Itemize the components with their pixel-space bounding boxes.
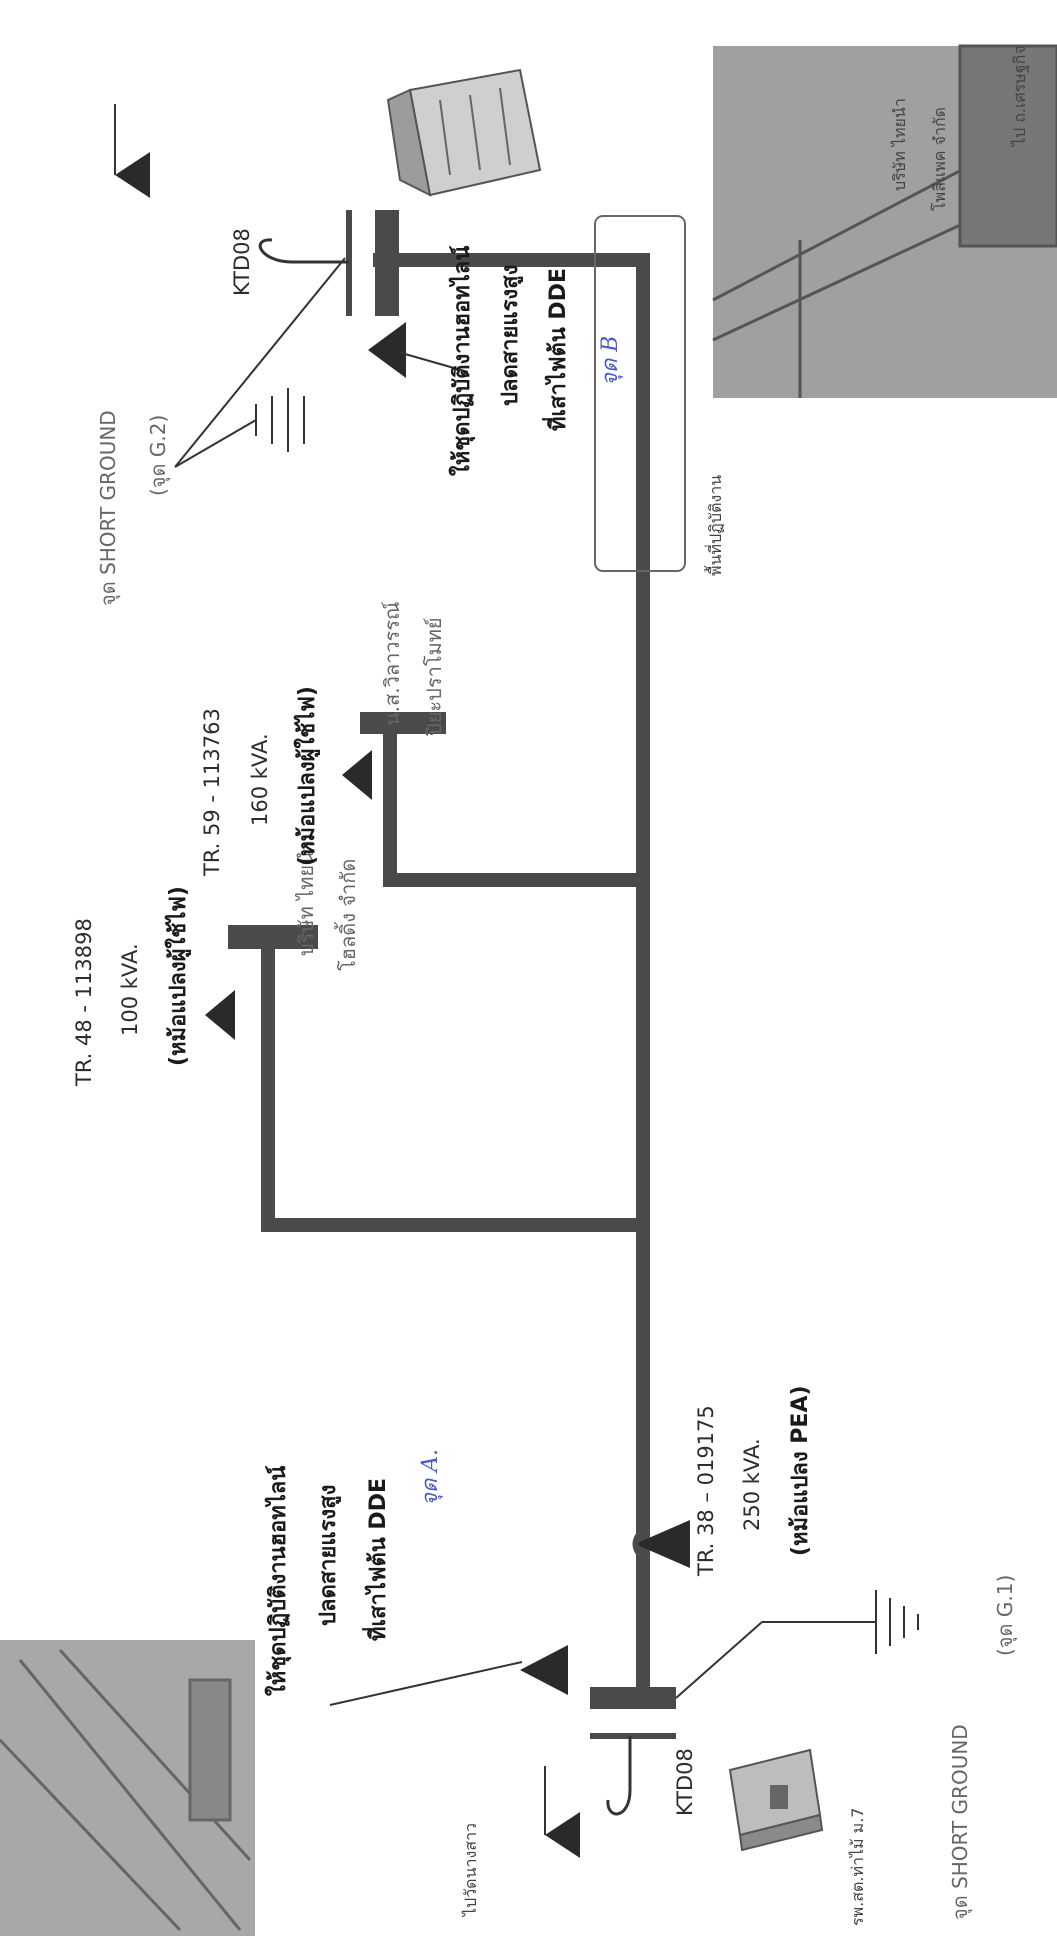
ground-left-symbol-icon: [875, 1590, 919, 1654]
tr59-site-1: น.ส.วิลาวรรณ์: [380, 601, 404, 726]
instr-left-leader: [329, 1661, 523, 1706]
tr38-arc-icon: [632, 1527, 646, 1561]
instr-left-mark: จุด A.: [418, 1448, 443, 1506]
dir-right-arrow-icon: [115, 152, 150, 198]
instr-left-line2: ปลดสายแรงสูง: [316, 1484, 341, 1626]
tr38-triangle-icon: [635, 1520, 690, 1568]
tr48-busbar: [228, 925, 318, 949]
site-photo-right-detail: [712, 44, 1057, 398]
feeder-lines: [261, 253, 650, 1697]
company-line-2: โพลีแพค จำกัด: [930, 106, 949, 211]
ground-left-label: จุด SHORT GROUND: [948, 1724, 972, 1920]
instr-right-line3: ที่เสาไฟต้น DDE: [546, 268, 571, 431]
tr59-site-2: ปิยะปราโมทย์: [422, 617, 446, 736]
tr59-busbar: [360, 712, 446, 734]
instr-left-line1: ให้ชุดปฏิบัติงานฮอทไลน์: [266, 1465, 291, 1696]
tr48-owner: (หม้อแปลงผู้ใช้ไฟ): [166, 886, 191, 1066]
site-photo-left-detail: [0, 1648, 252, 1932]
ground-right-symbol-icon: [255, 388, 305, 452]
dir-left-arrow-icon: [545, 1812, 580, 1858]
tr48-site-2: โฮลดิ้ง จำกัด: [336, 858, 360, 971]
company-line-1: บริษัท ไทยนำ: [890, 98, 909, 191]
hospital-label: รพ.สต.ท่าไม้ ม.7: [848, 1807, 867, 1927]
pole-right-hook: [258, 238, 293, 264]
tr59-name: TR. 59 - 113763: [200, 708, 224, 876]
ground-right-code: (จุด G.2): [146, 414, 170, 496]
ground-right-label: จุด SHORT GROUND: [96, 410, 120, 606]
tr48-name: TR. 48 - 113898: [72, 918, 96, 1086]
tr38-owner: (หม้อแปลง PEA): [788, 1385, 813, 1556]
tr48-triangle-icon: [205, 990, 235, 1040]
ground-left-leader-a: [675, 1621, 763, 1699]
work-area-label: พื้นที่ปฏิบัติงาน: [706, 474, 725, 576]
tr38-kva: 250 kVA.: [740, 1438, 764, 1531]
instr-right-triangle-icon: [368, 322, 406, 378]
tr59-owner: (หม้อแปลงผู้ใช้ไฟ): [295, 686, 320, 866]
factory-building-icon: [386, 68, 542, 197]
pole-right-busbar: [375, 210, 399, 316]
pole-right-label: KTD08: [230, 228, 254, 296]
instr-right-line2: ปลดสายแรงสูง: [498, 264, 523, 406]
pole-left-busbar: [590, 1687, 676, 1709]
instr-left-triangle-icon: [520, 1645, 568, 1695]
pole-left-label: KTD08: [673, 1748, 697, 1816]
instr-right-line1: ให้ชุดปฏิบัติงานฮอทไลน์: [450, 245, 475, 476]
instr-right-leader: [397, 351, 469, 373]
instr-left-line3: ที่เสาไฟต้น DDE: [366, 1478, 391, 1641]
tr38-name: TR. 38 – 019175: [694, 1405, 718, 1576]
hospital-building-icon: [728, 1748, 824, 1852]
ground-left-code: (จุด G.1): [993, 1574, 1017, 1656]
ground-right-leader-b: [174, 419, 257, 468]
instr-right-mark: จุด B: [598, 335, 623, 386]
tr59-triangle-icon: [342, 750, 372, 800]
tr48-kva: 100 kVA.: [118, 943, 142, 1036]
tr59-kva: 160 kVA.: [248, 733, 272, 826]
pole-left-hook: [606, 1789, 632, 1816]
dir-left-label: ไปวัดนางสาว: [461, 1822, 480, 1916]
work-area-box: [594, 215, 686, 572]
dir-right-label: ไป ถ.เศรษฐกิจ: [1010, 45, 1029, 146]
ground-right-leader-a: [174, 257, 346, 468]
